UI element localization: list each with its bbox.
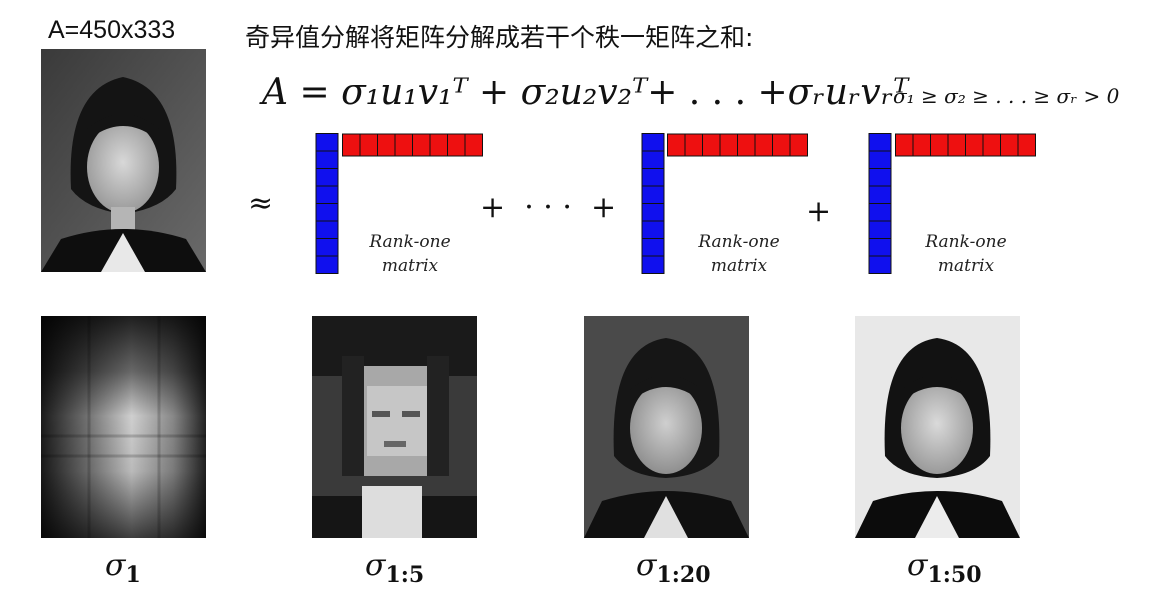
sigma-subscript: 1:50 [927,562,982,588]
column-vector [315,133,339,274]
reconstruction-rank-1 [41,316,206,538]
row-cell [912,133,931,157]
row-cell [702,133,721,157]
sigma-symbol: σ [907,548,928,583]
row-cell [394,133,413,157]
row-cell [667,133,686,157]
matrix-label: matrix [381,256,439,276]
caption-rank-50: σ1:50 [907,548,982,588]
column-cell [315,185,339,204]
row-cell [447,133,466,157]
row-cell [789,133,808,157]
rank-one-label: Rank-one [925,232,1007,252]
matrix-label: matrix [710,256,768,276]
row-vector [895,133,1036,157]
column-cell [315,255,339,274]
reconstruction-rank-20 [584,316,749,538]
column-cell [641,133,665,152]
row-cell [377,133,396,157]
row-cell [965,133,984,157]
column-cell [315,133,339,152]
row-vector [667,133,808,157]
column-cell [641,150,665,169]
row-cell [1000,133,1019,157]
sigma-subscript: 1:5 [385,562,425,588]
column-cell [868,203,892,222]
caption-rank-5: σ1:5 [365,548,424,588]
row-vector [342,133,483,157]
approx-symbol: ≈ [248,186,274,221]
matrix-label: matrix [937,256,995,276]
sigma-subscript: 1:20 [656,562,711,588]
column-cell [868,255,892,274]
page-title: 奇异值分解将矩阵分解成若干个秩一矩阵之和: [245,23,754,52]
row-cell [772,133,791,157]
row-cell [359,133,378,157]
rank-one-label: Rank-one [369,232,451,252]
column-cell [868,185,892,204]
sigma-symbol: σ [105,548,126,583]
reconstruction-rank-5 [312,316,477,538]
column-cell [641,168,665,187]
row-cell [947,133,966,157]
sigma-subscript: 1 [125,562,141,588]
rank-one-label: Rank-one [698,232,780,252]
row-cell [719,133,738,157]
sigma-symbol: σ [636,548,657,583]
column-cell [641,185,665,204]
column-vector [868,133,892,274]
column-cell [315,150,339,169]
row-cell [464,133,483,157]
column-cell [868,238,892,257]
row-cell [412,133,431,157]
caption-rank-1: σ1 [105,548,141,588]
column-cell [315,203,339,222]
formula-term-r: σᵣuᵣvᵣᵀ [787,72,909,113]
sigma-symbol: σ [365,548,386,583]
formula-plus-dots: + . . . + [647,72,788,113]
formula-term-1: σ₁u₁v₁ᵀ [341,72,468,113]
svd-formula: A = σ₁u₁v₁ᵀ + σ₂u₂v₂ᵀ+ . . . +σᵣuᵣvᵣᵀ [262,72,908,113]
plus-operator: + [806,194,832,229]
row-cell [737,133,756,157]
column-cell [315,168,339,187]
formula-lhs: A [262,72,288,113]
row-cell [1017,133,1036,157]
row-cell [684,133,703,157]
matrix-size-label: A=450x333 [48,16,176,44]
original-photo [41,49,206,272]
column-cell [641,220,665,239]
formula-term-2: σ₂u₂v₂ᵀ [520,72,648,113]
column-cell [868,168,892,187]
column-cell [868,150,892,169]
column-cell [641,203,665,222]
row-cell [982,133,1001,157]
row-cell [930,133,949,157]
row-cell [429,133,448,157]
singular-value-constraint: σ₁ ≥ σ₂ ≥ . . . ≥ σᵣ > 0 [893,84,1120,108]
formula-plus: + [479,72,510,113]
row-cell [754,133,773,157]
column-cell [315,238,339,257]
column-cell [315,220,339,239]
column-cell [868,220,892,239]
reconstruction-rank-50 [855,316,1020,538]
column-cell [641,238,665,257]
column-cell [868,133,892,152]
formula-equals: = [299,72,330,113]
plus-dots-operator: + · · · + [480,190,617,225]
caption-rank-20: σ1:20 [636,548,711,588]
column-vector [641,133,665,274]
row-cell [342,133,361,157]
column-cell [641,255,665,274]
row-cell [895,133,914,157]
